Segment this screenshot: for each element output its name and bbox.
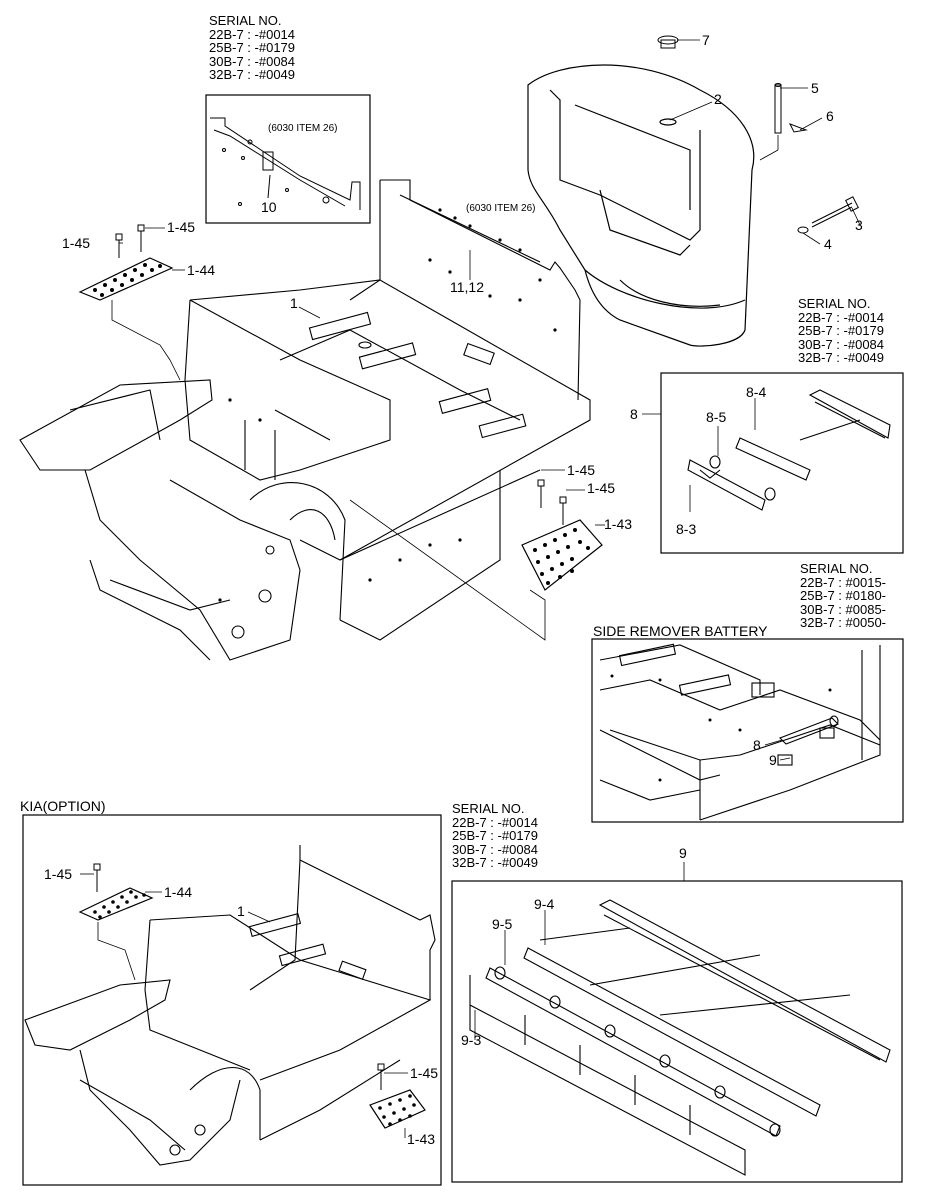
serial-line: 32B-7 : -#0049 — [452, 855, 539, 870]
callout-9-3: 9-3 — [461, 1032, 482, 1048]
kia-callout-1: 1 — [237, 903, 245, 919]
detail-frame-8 — [660, 372, 904, 554]
detail-frame-9 — [451, 880, 903, 1183]
side-remover-title: SIDE REMOVER BATTERY — [593, 623, 768, 639]
leaders-side-remover — [764, 739, 791, 761]
kia-callout-1-43: 1-43 — [407, 1131, 436, 1147]
kia-frame — [24, 845, 436, 1166]
detail-9-parts — [469, 899, 891, 1176]
serial-line: 30B-7 : #0085- — [800, 601, 887, 617]
callout-9-4: 9-4 — [534, 896, 555, 912]
callout-1-43: 1-43 — [604, 516, 633, 532]
part-washer-4 — [797, 226, 809, 234]
leaders-counterweight — [669, 39, 861, 245]
callout-8-5: 8-5 — [706, 409, 727, 425]
callout-8-side: 8 — [753, 737, 761, 753]
callout-4: 4 — [824, 236, 832, 252]
part-cap-7 — [657, 35, 679, 49]
item26-note: (6030 ITEM 26) — [466, 203, 536, 214]
callout-1-45: 1-45 — [62, 235, 91, 251]
callout-2: 2 — [714, 91, 722, 107]
kia-bolts — [93, 863, 385, 1090]
serial-line: 22B-7 : #0015- — [800, 574, 887, 590]
serial-line: 25B-7 : -#0179 — [452, 828, 539, 843]
leaders-9 — [474, 862, 685, 1040]
serial-header: SERIAL NO. — [452, 801, 525, 816]
leaders-8 — [642, 398, 756, 512]
serial-line: 25B-7 : -#0179 — [209, 40, 296, 55]
serial-line: 22B-7 : -#0014 — [209, 26, 296, 42]
grating-plate-1-44 — [78, 257, 174, 301]
main-frame — [19, 179, 591, 661]
callout-5: 5 — [811, 80, 819, 96]
callout-11-12: 11,12 — [450, 279, 484, 295]
serial-line: 32B-7 : -#0049 — [798, 350, 885, 365]
callout-10: 10 — [261, 199, 277, 215]
kia-callout-1-45: 1-45 — [410, 1065, 439, 1081]
serial-line: 25B-7 : #0180- — [800, 588, 887, 603]
callout-8-4: 8-4 — [746, 384, 767, 400]
grating-plate-1-43 — [521, 519, 603, 591]
top-detail-plate — [210, 117, 361, 210]
detail-frame-side-remover — [591, 638, 904, 823]
serial-line: 32B-7 : -#0049 — [209, 67, 296, 82]
detail-8-parts — [687, 389, 891, 511]
serial-line: 30B-7 : -#0084 — [798, 336, 885, 352]
part-clip-6 — [788, 123, 808, 133]
serial-line: 32B-7 : #0050- — [800, 615, 887, 630]
frame-holes — [218, 208, 557, 602]
item26-note: (6030 ITEM 26) — [268, 123, 338, 134]
callout-6: 6 — [826, 108, 834, 124]
bolts-1-45 — [115, 224, 567, 525]
callout-1-45: 1-45 — [567, 462, 596, 478]
part-bolt-3 — [811, 196, 859, 228]
callout-1-45: 1-45 — [587, 480, 616, 496]
leaders-main — [111, 227, 605, 641]
callout-1: 1 — [290, 295, 298, 311]
kia-grating-1-44 — [78, 887, 154, 921]
serial-header: SERIAL NO. — [209, 13, 282, 28]
callout-8-3: 8-3 — [676, 521, 697, 537]
side-remover-holes — [610, 674, 832, 782]
side-remover-parts — [599, 643, 881, 821]
kia-callout-1-44: 1-44 — [164, 884, 193, 900]
detail-frame-kia — [22, 814, 442, 1186]
serial-line: 22B-7 : -#0014 — [798, 309, 885, 325]
callout-1-45: 1-45 — [167, 219, 196, 235]
kia-callout-1-45: 1-45 — [44, 866, 73, 882]
callout-9: 9 — [679, 845, 687, 861]
callout-7: 7 — [702, 32, 710, 48]
serial-line: 30B-7 : -#0084 — [209, 53, 296, 69]
serial-line: 30B-7 : -#0084 — [452, 841, 539, 857]
callout-3: 3 — [855, 217, 863, 233]
serial-header: SERIAL NO. — [800, 561, 873, 576]
kia-grating-1-43 — [369, 1089, 426, 1129]
serial-block-right-upper: SERIAL NO. 22B-7 : -#0014 25B-7 : -#0179… — [798, 297, 884, 365]
leaders-kia — [80, 873, 408, 1138]
kia-option-title: KIA(OPTION) — [20, 798, 106, 814]
serial-block-bottom: SERIAL NO. 22B-7 : -#0014 25B-7 : -#0179… — [452, 802, 538, 870]
counterweight — [527, 64, 755, 347]
callout-9-5: 9-5 — [492, 916, 513, 932]
serial-header: SERIAL NO. — [798, 296, 871, 311]
detail-frame-top — [205, 94, 371, 224]
callout-1-44: 1-44 — [187, 262, 216, 278]
serial-line: 25B-7 : -#0179 — [798, 323, 885, 338]
serial-line: 22B-7 : -#0014 — [452, 814, 539, 830]
callout-9-side: 9 — [769, 752, 777, 768]
serial-block-top: SERIAL NO. 22B-7 : -#0014 25B-7 : -#0179… — [209, 14, 295, 82]
part-pin-5 — [774, 83, 782, 134]
callout-8: 8 — [630, 406, 638, 422]
serial-block-right-middle: SERIAL NO. 22B-7 : #0015- 25B-7 : #0180-… — [800, 562, 886, 630]
